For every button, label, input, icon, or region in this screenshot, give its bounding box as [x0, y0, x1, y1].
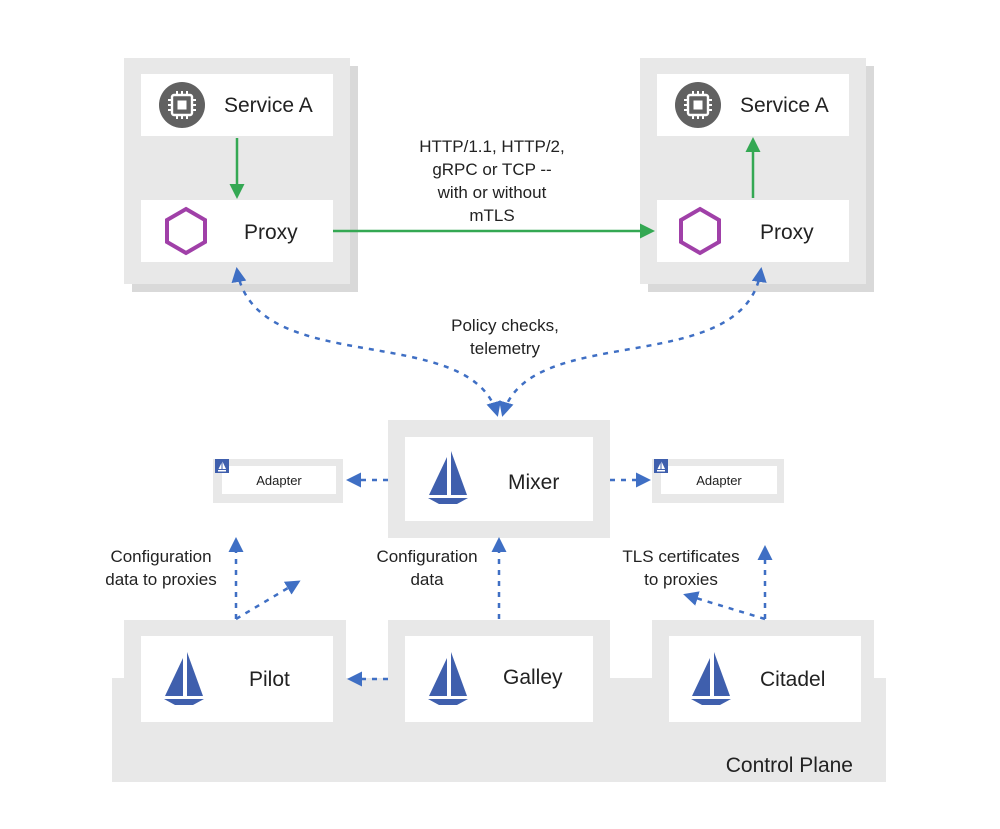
pilot-config-label: Configuration data to proxies — [105, 547, 217, 589]
proxy-right-box: Proxy — [657, 200, 849, 262]
pilot-diagonal-arrow — [235, 580, 301, 621]
policy-label: Policy checks, telemetry — [451, 316, 559, 358]
pod-right: Service A Proxy — [640, 58, 874, 292]
adapter-right: Adapter — [652, 459, 784, 503]
pilot-node: Pilot — [124, 620, 346, 738]
adapter-left-label: Adapter — [256, 473, 302, 488]
data-plane-arrows — [229, 137, 761, 239]
protocol-label: HTTP/1.1, HTTP/2, gRPC or TCP -- with or… — [419, 137, 564, 225]
adapter-right-label: Adapter — [696, 473, 742, 488]
sailboat-badge-icon — [215, 459, 229, 473]
proxy-right-label: Proxy — [760, 221, 814, 244]
galley-config-label-line-1: Configuration — [376, 547, 477, 566]
control-plane-label: Control Plane — [726, 754, 853, 777]
galley-node: Galley — [388, 620, 610, 738]
policy-label-line-1: Policy checks, — [451, 316, 559, 335]
pilot-config-label-line-1: Configuration — [110, 547, 211, 566]
mixer-label: Mixer — [508, 471, 559, 494]
citadel-certs-label: TLS certificates to proxies — [622, 547, 739, 589]
protocol-label-line-4: mTLS — [469, 206, 514, 225]
service-a-right-box: Service A — [657, 74, 849, 136]
sailboat-badge-icon — [654, 459, 668, 473]
galley-label: Galley — [503, 666, 563, 689]
citadel-certs-label-line-1: TLS certificates — [622, 547, 739, 566]
proxy-right-mixer-arrow — [499, 267, 767, 417]
policy-arrows — [231, 267, 767, 417]
pod-left: Service A Proxy — [124, 58, 358, 292]
adapter-left: Adapter — [213, 459, 343, 503]
protocol-label-line-2: gRPC or TCP -- — [432, 160, 551, 179]
proxy-left-mixer-arrow — [231, 267, 501, 417]
proxy-left-label: Proxy — [244, 221, 298, 244]
citadel-label: Citadel — [760, 668, 825, 691]
proxy-left-box: Proxy — [141, 200, 333, 262]
galley-config-label-line-2: data — [410, 570, 444, 589]
policy-label-line-2: telemetry — [470, 339, 540, 358]
citadel-diagonal-arrow — [683, 591, 766, 621]
service-a-left-box: Service A — [141, 74, 333, 136]
protocol-label-line-1: HTTP/1.1, HTTP/2, — [419, 137, 564, 156]
citadel-node: Citadel — [652, 620, 874, 738]
pilot-config-label-line-2: data to proxies — [105, 570, 217, 589]
protocol-label-line-3: with or without — [437, 183, 547, 202]
service-a-left-label: Service A — [224, 94, 313, 117]
mixer-node: Mixer — [388, 420, 610, 538]
pilot-label: Pilot — [249, 668, 290, 691]
galley-config-label: Configuration data — [376, 547, 477, 589]
control-plane-arrows — [228, 537, 773, 687]
chip-icon — [673, 80, 723, 130]
chip-icon — [157, 80, 207, 130]
citadel-certs-label-line-2: to proxies — [644, 570, 718, 589]
service-a-right-label: Service A — [740, 94, 829, 117]
